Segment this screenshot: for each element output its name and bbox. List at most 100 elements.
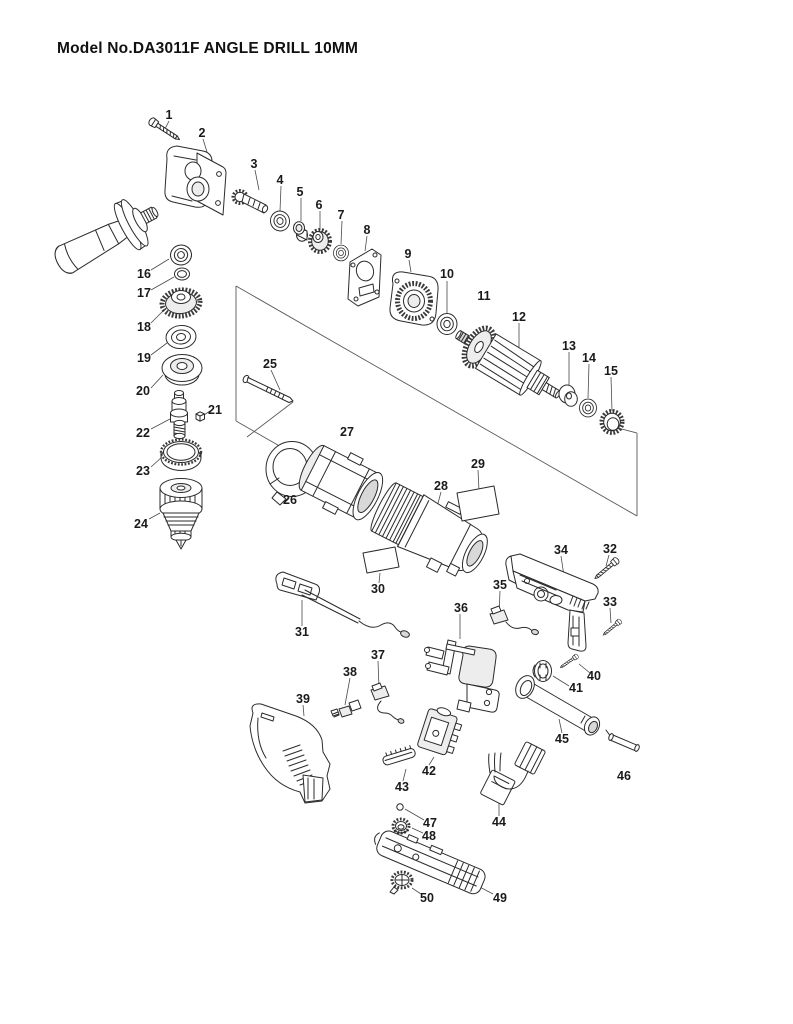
part-39-motor-housing-cover [249, 703, 331, 804]
part-number-label: 48 [422, 829, 436, 843]
part-number-label: 22 [136, 426, 150, 440]
part-13-fan-washer [558, 384, 578, 407]
part-7-ball-bearing-small [333, 244, 349, 262]
part-33-tapping-screw [600, 617, 623, 638]
part-number-label: 46 [617, 769, 631, 783]
part-number-label: 34 [554, 543, 568, 557]
part-36-switch-assembly [424, 639, 500, 713]
part-29-name-plate-label [456, 485, 500, 522]
part-47-steel-ball [396, 803, 404, 811]
part-number-label: 17 [137, 286, 151, 300]
part-19-ball-bearing [165, 324, 197, 350]
part-34-handle-cover [505, 553, 599, 652]
part-number-label: 26 [283, 493, 297, 507]
part-number-label: 45 [555, 732, 569, 746]
part-number-label: 16 [137, 267, 151, 281]
part-number-label: 35 [493, 578, 507, 592]
part-number-label: 42 [422, 764, 436, 778]
part-number-label: 19 [137, 351, 151, 365]
part-38-terminal-connector [330, 699, 362, 718]
part-42-switch [417, 707, 463, 756]
part-9-bearing-retainer-housing [389, 271, 439, 326]
part-10-ball-bearing [436, 313, 458, 335]
part-number-label: 31 [295, 625, 309, 639]
part-number-label: 27 [340, 425, 354, 439]
part-number-label: 36 [454, 601, 468, 615]
part-number-label: 41 [569, 681, 583, 695]
part-number-label: 8 [364, 223, 371, 237]
part-4-ball-bearing [267, 208, 293, 234]
part-3-bevel-pinion-shaft [231, 189, 269, 214]
part-number-label: 28 [434, 479, 448, 493]
part-12-armature-assembly [455, 325, 561, 399]
part-number-label: 20 [136, 384, 150, 398]
part-number-label: 7 [338, 208, 345, 222]
part-30-caution-label [362, 546, 400, 574]
part-21-square-nut [195, 411, 205, 422]
part-31-wire-holder [275, 571, 410, 638]
part-8-gasket-plate [347, 248, 382, 307]
part-number-label: 24 [134, 517, 148, 531]
part-14-ball-bearing [579, 398, 597, 418]
part-number-label: 49 [493, 891, 507, 905]
part-number-label: 14 [582, 351, 596, 365]
part-number-label: 32 [603, 542, 617, 556]
part-20-rubber-cap [161, 354, 203, 386]
part-number-label: 6 [316, 198, 323, 212]
assembly-panel-outline [235, 285, 638, 517]
part-number-label: 3 [251, 157, 258, 171]
page-title: Model No.DA3011F ANGLE DRILL 10MM [57, 40, 359, 57]
part-number-labels: 1234567891011121314151617181920212223242… [134, 108, 631, 905]
part-24-drill-chuck [159, 478, 203, 550]
part-49-housing-base [374, 830, 486, 895]
part-18-bevel-gear [159, 287, 203, 319]
part-number-label: 11 [477, 289, 490, 303]
part-28-motor-housing [370, 482, 488, 577]
part-number-label: 23 [136, 464, 150, 478]
part-45-pipe [515, 675, 601, 736]
part-number-label: 33 [603, 595, 617, 609]
part-number-label: 10 [440, 267, 454, 281]
part-16-ball-bearing [168, 242, 194, 268]
part-40-tapping-screw [558, 653, 580, 671]
leader-lines [148, 120, 613, 895]
part-5-spacer-sleeve [293, 221, 308, 242]
part-number-label: 38 [343, 665, 357, 679]
part-number-label: 43 [395, 780, 409, 794]
part-number-label: 9 [405, 247, 412, 261]
part-50-knob [389, 870, 414, 895]
part-number-label: 29 [471, 457, 485, 471]
part-27-field-stator [298, 444, 384, 521]
part-number-label: 44 [492, 815, 506, 829]
part-37-lead-wire-connector [370, 682, 405, 724]
part-number-label: 39 [296, 692, 310, 706]
part-25-long-screw [242, 374, 294, 403]
part-46-rod [605, 729, 640, 752]
part-number-label: 12 [512, 310, 526, 324]
part-6-spur-gear [308, 228, 332, 254]
part-23-chuck-ring [159, 438, 203, 471]
part-41-baffle-plate [532, 660, 552, 682]
part-number-label: 2 [199, 126, 206, 140]
part-number-label: 13 [562, 339, 576, 353]
part-44-power-supply-cord [480, 741, 546, 806]
part-number-label: 1 [166, 108, 173, 122]
part-number-label: 5 [297, 185, 304, 199]
part-17-ring [174, 267, 190, 281]
part-number-label: 50 [420, 891, 434, 905]
part-48-knurled-nut [391, 817, 411, 835]
part-number-label: 18 [137, 320, 151, 334]
part-43-slide-button [382, 745, 416, 766]
part-number-label: 25 [263, 357, 277, 371]
part-number-label: 15 [604, 364, 618, 378]
part-number-label: 4 [277, 173, 284, 187]
part-15-retaining-ring [599, 409, 625, 435]
part-35-connector-wire [489, 605, 539, 636]
part-22-spindle [170, 390, 188, 440]
part-number-label: 37 [371, 648, 385, 662]
part-number-label: 47 [423, 816, 437, 830]
part-2-gear-housing [164, 145, 227, 216]
part-32-tapping-screw [592, 556, 621, 582]
